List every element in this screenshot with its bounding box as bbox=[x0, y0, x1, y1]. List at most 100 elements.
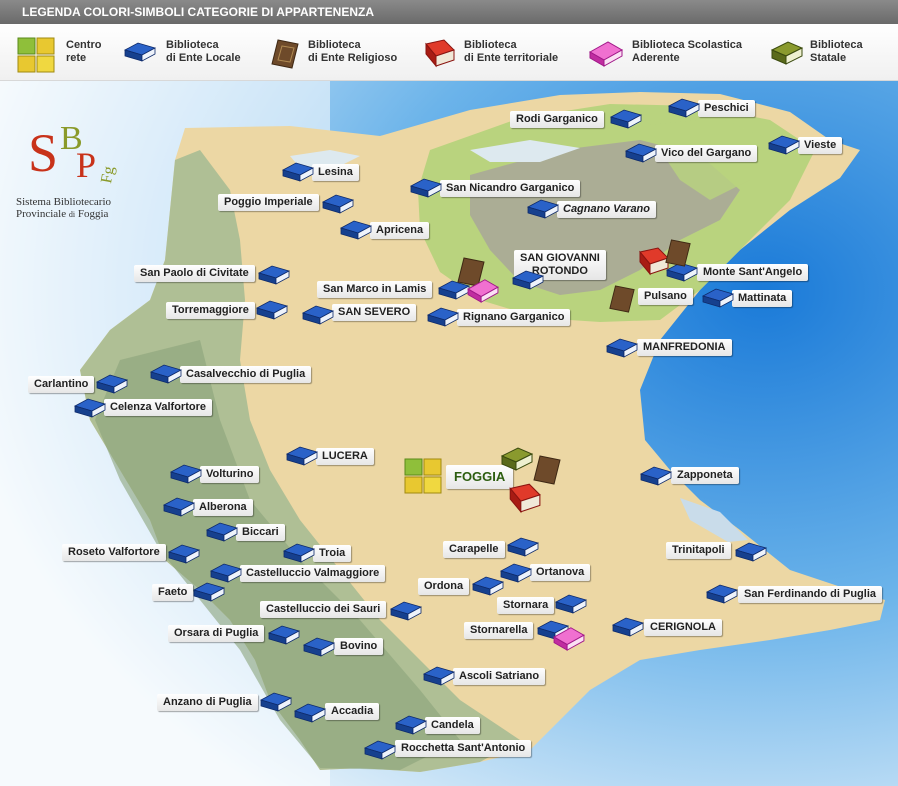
place-bovino[interactable]: Bovino bbox=[334, 638, 384, 655]
place-carapelle[interactable]: Carapelle bbox=[443, 541, 505, 558]
blue-book-icon[interactable] bbox=[610, 109, 642, 129]
blue-book-icon[interactable] bbox=[283, 543, 315, 563]
blue-book-icon[interactable] bbox=[735, 542, 767, 562]
place-peschici[interactable]: Peschici bbox=[698, 100, 755, 117]
blue-book-icon[interactable] bbox=[666, 262, 698, 282]
blue-book-icon[interactable] bbox=[168, 544, 200, 564]
place-cagnano[interactable]: Cagnano Varano bbox=[557, 201, 656, 218]
place-castelluccio-s[interactable]: Castelluccio dei Sauri bbox=[260, 601, 387, 618]
place-casalvecchio[interactable]: Casalvecchio di Puglia bbox=[180, 366, 312, 383]
blue-book-icon[interactable] bbox=[768, 135, 800, 155]
blue-book-icon[interactable] bbox=[555, 594, 587, 614]
blue-book-icon[interactable] bbox=[193, 582, 225, 602]
blue-book-icon[interactable] bbox=[294, 703, 326, 723]
blue-book-icon[interactable] bbox=[668, 98, 700, 118]
place-carlantino[interactable]: Carlantino bbox=[28, 376, 95, 393]
blue-book-icon[interactable] bbox=[706, 584, 738, 604]
place-faeto[interactable]: Faeto bbox=[152, 584, 194, 601]
blue-book-icon[interactable] bbox=[702, 288, 734, 308]
blue-book-icon[interactable] bbox=[438, 280, 470, 300]
blue-book-icon[interactable] bbox=[268, 625, 300, 645]
blue-book-icon[interactable] bbox=[340, 220, 372, 240]
blue-book-icon[interactable] bbox=[96, 374, 128, 394]
blue-book-icon[interactable] bbox=[423, 666, 455, 686]
blue-book-icon[interactable] bbox=[472, 576, 504, 596]
blue-book-icon[interactable] bbox=[612, 617, 644, 637]
place-manfredonia[interactable]: MANFREDONIA bbox=[637, 339, 732, 356]
place-foggia[interactable]: FOGGIA bbox=[446, 465, 514, 489]
place-biccari[interactable]: Biccari bbox=[236, 524, 285, 541]
network-center-icon[interactable] bbox=[402, 457, 444, 495]
brown-book-icon[interactable] bbox=[608, 284, 636, 314]
place-anzano[interactable]: Anzano di Puglia bbox=[157, 694, 258, 711]
place-rignano[interactable]: Rignano Garganico bbox=[457, 309, 571, 326]
blue-book-icon[interactable] bbox=[395, 715, 427, 735]
blue-book-icon[interactable] bbox=[427, 307, 459, 327]
blue-book-icon[interactable] bbox=[74, 398, 106, 418]
brown-book-icon[interactable] bbox=[532, 454, 562, 486]
place-sannicandro[interactable]: San Nicandro Garganico bbox=[440, 180, 581, 197]
place-torremaggiore[interactable]: Torremaggiore bbox=[166, 302, 255, 319]
place-accadia[interactable]: Accadia bbox=[325, 703, 380, 720]
place-ascoli[interactable]: Ascoli Satriano bbox=[453, 668, 546, 685]
place-vieste[interactable]: Vieste bbox=[798, 137, 843, 154]
pink-book-icon[interactable] bbox=[552, 624, 586, 652]
place-roseto[interactable]: Roseto Valfortore bbox=[62, 544, 166, 561]
place-trinitapoli[interactable]: Trinitapoli bbox=[666, 542, 731, 559]
blue-book-icon[interactable] bbox=[206, 522, 238, 542]
blue-book-icon[interactable] bbox=[256, 300, 288, 320]
blue-book-icon[interactable] bbox=[625, 143, 657, 163]
place-sansevero[interactable]: SAN SEVERO bbox=[332, 304, 417, 321]
olive-book-icon[interactable] bbox=[500, 446, 534, 474]
place-lucera[interactable]: LUCERA bbox=[316, 448, 374, 465]
blue-book-icon[interactable] bbox=[302, 305, 334, 325]
blue-book-icon[interactable] bbox=[282, 162, 314, 182]
blue-book-icon[interactable] bbox=[500, 563, 532, 583]
red-book-icon[interactable] bbox=[506, 482, 542, 514]
place-troia[interactable]: Troia bbox=[313, 545, 352, 562]
place-mattinata[interactable]: Mattinata bbox=[732, 290, 793, 307]
place-poggio[interactable]: Poggio Imperiale bbox=[218, 194, 319, 211]
place-lesina[interactable]: Lesina bbox=[312, 164, 359, 181]
blue-book-icon[interactable] bbox=[390, 601, 422, 621]
blue-book-icon[interactable] bbox=[512, 270, 544, 290]
place-candela[interactable]: Candela bbox=[425, 717, 480, 734]
pink-book-icon[interactable] bbox=[466, 276, 500, 304]
blue-book-icon[interactable] bbox=[150, 364, 182, 384]
place-orsara[interactable]: Orsara di Puglia bbox=[168, 625, 265, 642]
blue-book-icon[interactable] bbox=[640, 466, 672, 486]
place-rodi[interactable]: Rodi Garganico bbox=[510, 111, 604, 128]
place-vico[interactable]: Vico del Gargano bbox=[655, 145, 758, 162]
place-zapponeta[interactable]: Zapponeta bbox=[671, 467, 739, 484]
place-ortanova[interactable]: Ortanova bbox=[530, 564, 591, 581]
place-rocchetta[interactable]: Rocchetta Sant'Antonio bbox=[395, 740, 532, 757]
brown-book-icon[interactable] bbox=[664, 238, 692, 268]
place-stornarella[interactable]: Stornarella bbox=[464, 622, 534, 639]
place-montesantangelo[interactable]: Monte Sant'Angelo bbox=[697, 264, 809, 281]
place-sanpaolo[interactable]: San Paolo di Civitate bbox=[134, 265, 255, 282]
place-sanmarco[interactable]: San Marco in Lamis bbox=[317, 281, 433, 298]
blue-book-icon[interactable] bbox=[606, 338, 638, 358]
blue-book-icon[interactable] bbox=[527, 199, 559, 219]
blue-book-icon[interactable] bbox=[258, 265, 290, 285]
place-celenza[interactable]: Celenza Valfortore bbox=[104, 399, 212, 416]
blue-book-icon[interactable] bbox=[163, 497, 195, 517]
blue-book-icon[interactable] bbox=[170, 464, 202, 484]
blue-book-icon[interactable] bbox=[303, 637, 335, 657]
blue-book-icon[interactable] bbox=[260, 692, 292, 712]
blue-book-icon[interactable] bbox=[507, 537, 539, 557]
red-book-icon[interactable] bbox=[636, 246, 670, 276]
place-volturino[interactable]: Volturino bbox=[200, 466, 260, 483]
place-cerignola[interactable]: CERIGNOLA bbox=[644, 619, 722, 636]
place-alberona[interactable]: Alberona bbox=[193, 499, 253, 516]
place-sanferdinando[interactable]: San Ferdinando di Puglia bbox=[738, 586, 883, 603]
blue-book-icon[interactable] bbox=[322, 194, 354, 214]
place-stornara[interactable]: Stornara bbox=[497, 597, 555, 614]
place-apricena[interactable]: Apricena bbox=[370, 222, 430, 239]
blue-book-icon[interactable] bbox=[364, 740, 396, 760]
blue-book-icon[interactable] bbox=[410, 178, 442, 198]
blue-book-icon[interactable] bbox=[210, 563, 242, 583]
place-castelluccio-v[interactable]: Castelluccio Valmaggiore bbox=[240, 565, 386, 582]
blue-book-icon[interactable] bbox=[286, 446, 318, 466]
place-ordona[interactable]: Ordona bbox=[418, 578, 470, 595]
